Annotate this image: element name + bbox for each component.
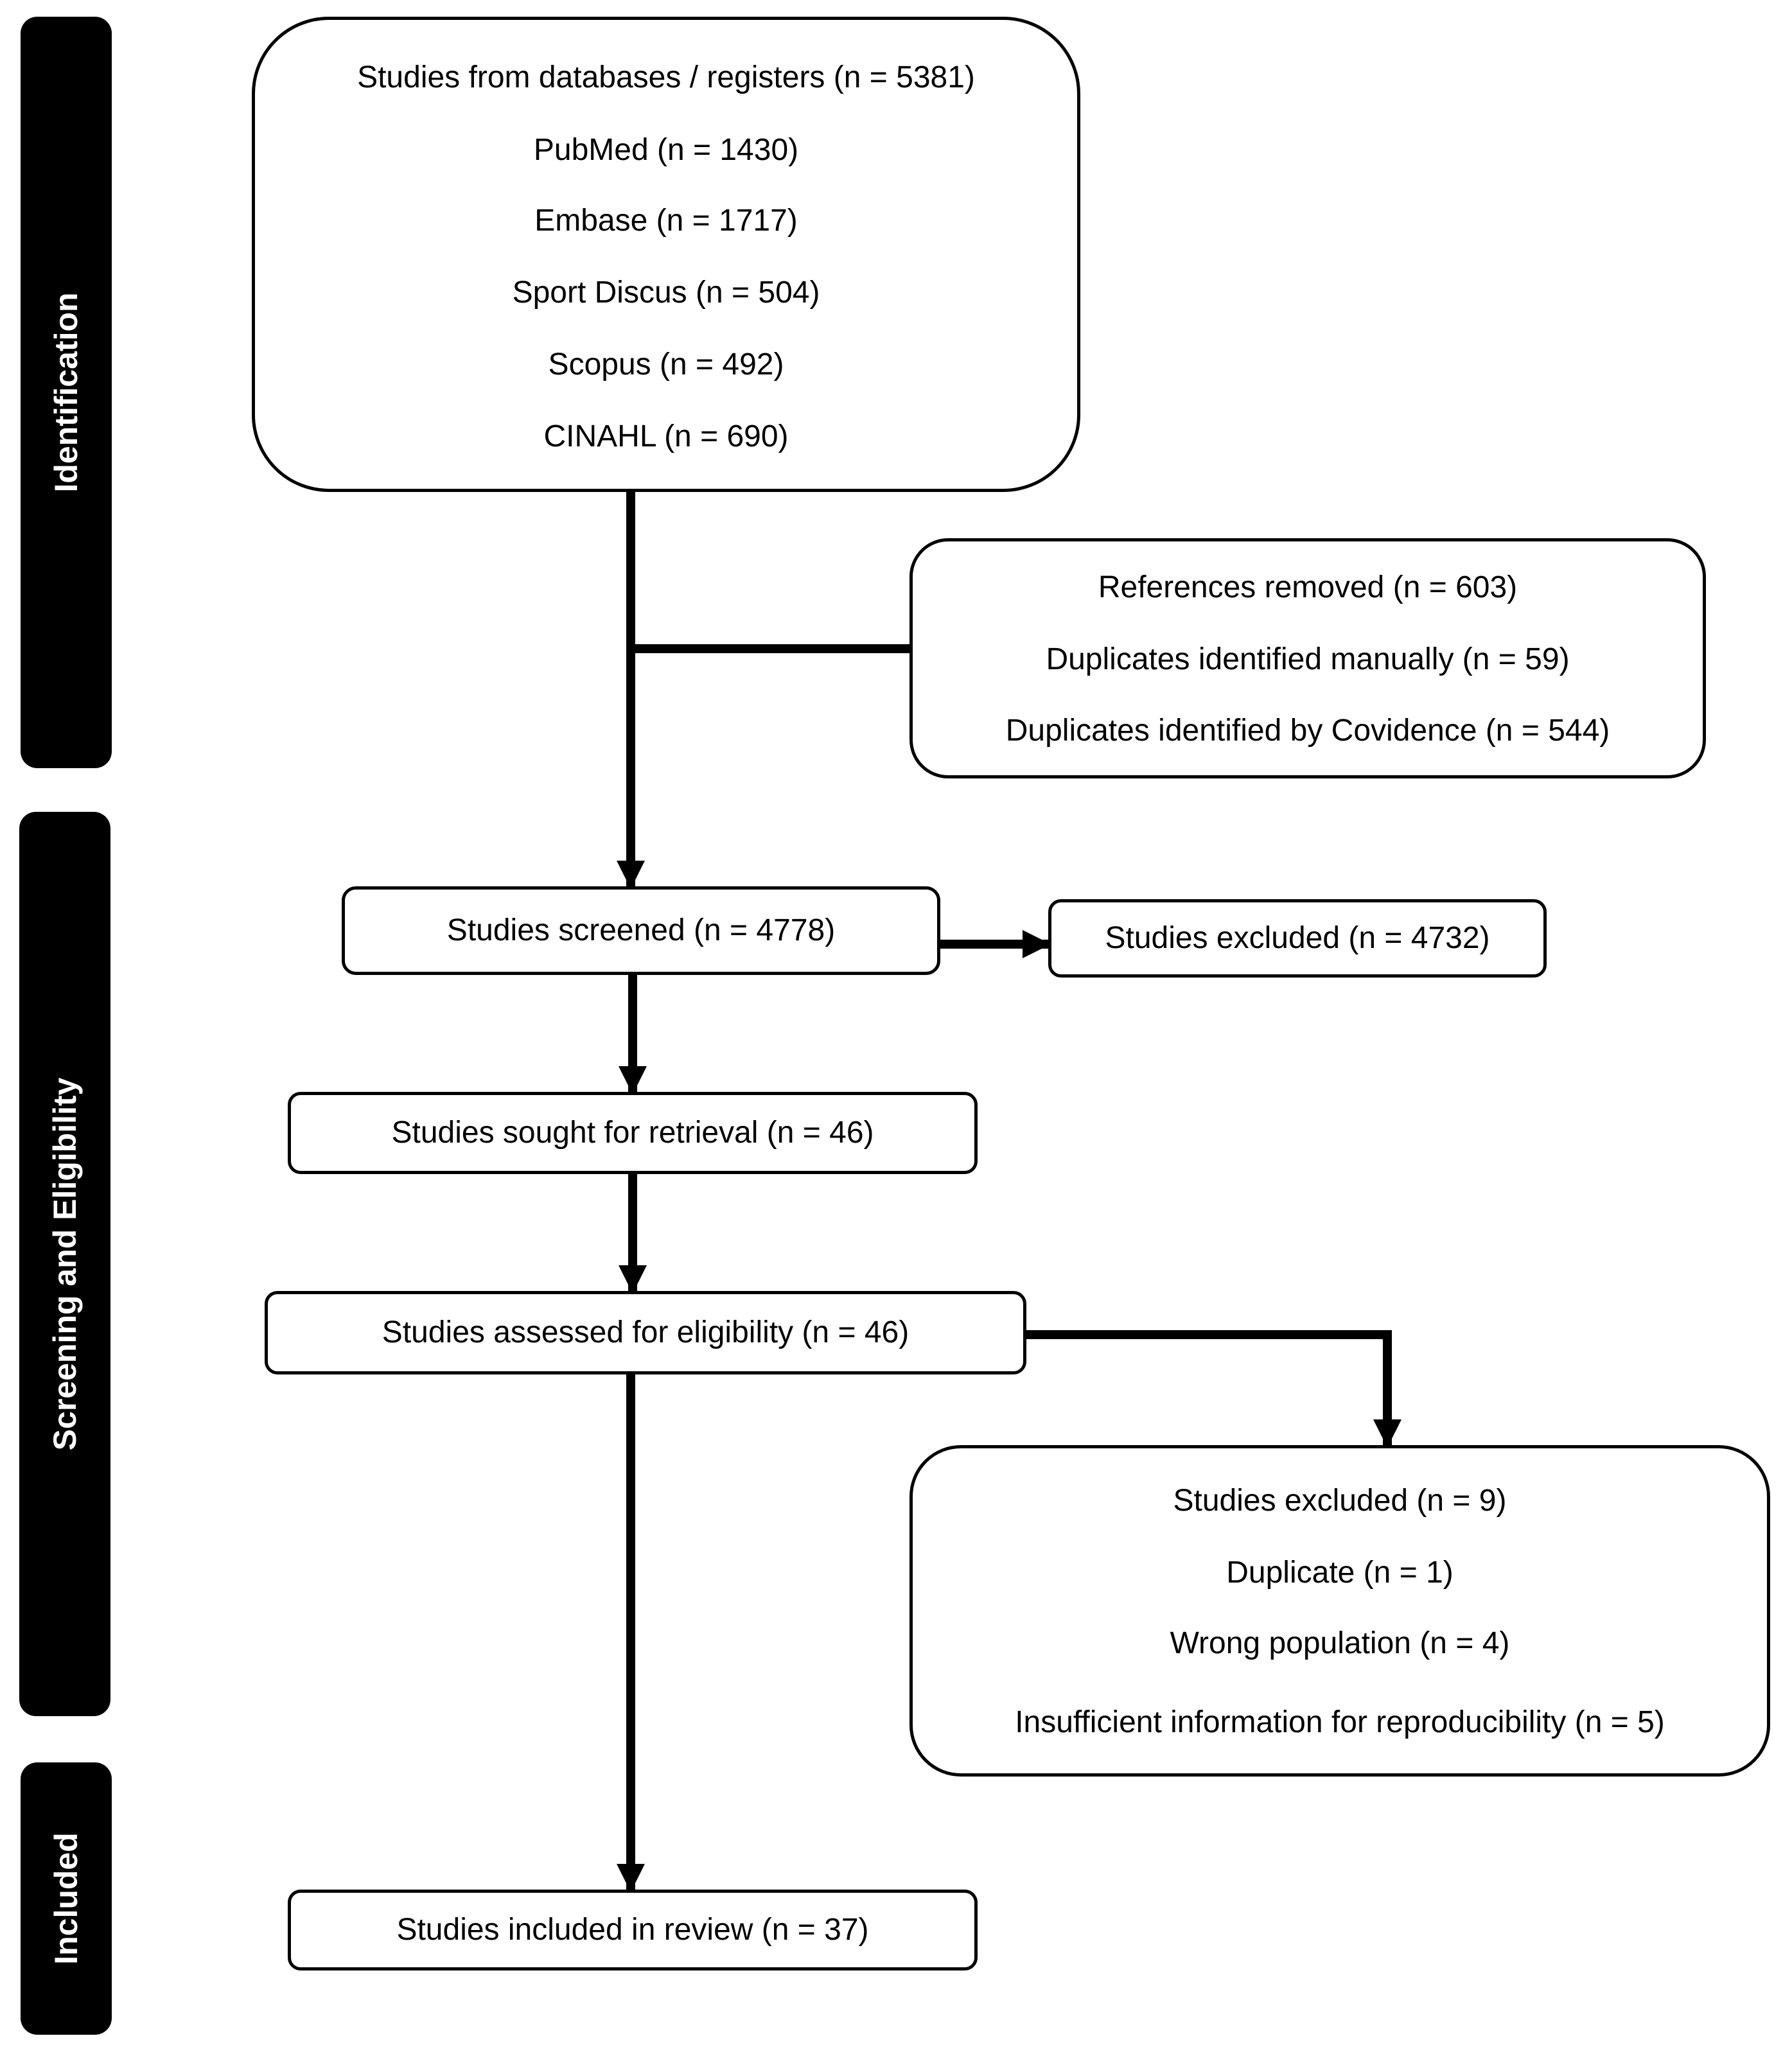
phase-screening-eligibility: Screening and Eligibility (19, 812, 110, 1716)
screened-text: Studies screened (n = 4778) (446, 913, 836, 947)
eligibility-box: Studies assessed for eligibility (n = 46… (265, 1291, 1026, 1374)
included-box: Studies included in review (n = 37) (288, 1890, 978, 1970)
screen-excluded-text: Studies excluded (n = 4732) (1105, 920, 1490, 955)
removed-total: References removed (n = 603) (1098, 570, 1518, 604)
identification-scopus: Scopus (n = 492) (548, 347, 784, 382)
phase-identification: Identification (21, 17, 112, 768)
eligibility-excluded-duplicate: Duplicate (n = 1) (1226, 1555, 1454, 1590)
removed-manual-duplicates: Duplicates identified manually (n = 59) (1046, 642, 1570, 676)
identification-total: Studies from databases / registers (n = … (357, 60, 975, 94)
retrieval-box: Studies sought for retrieval (n = 46) (288, 1092, 978, 1174)
eligibility-text: Studies assessed for eligibility (n = 46… (382, 1315, 909, 1349)
eligibility-excluded-box: Studies excluded (n = 9) Duplicate (n = … (909, 1445, 1770, 1777)
identification-box: Studies from databases / registers (n = … (252, 17, 1080, 492)
removed-box: References removed (n = 603) Duplicates … (909, 538, 1706, 778)
identification-cinahl: CINAHL (n = 690) (543, 419, 789, 453)
eligibility-excluded-wrong-population: Wrong population (n = 4) (1170, 1626, 1510, 1660)
eligibility-excluded-total: Studies excluded (n = 9) (1173, 1484, 1507, 1518)
included-text: Studies included in review (n = 37) (396, 1912, 869, 1947)
phase-included: Included (21, 1762, 112, 2035)
identification-sport-discus: Sport Discus (n = 504) (512, 276, 820, 310)
removed-covidence-duplicates: Duplicates identified by Covidence (n = … (1005, 713, 1610, 748)
arrow-eligibility-to-excluded (1026, 1330, 1401, 1448)
identification-pubmed: PubMed (n = 1430) (533, 132, 799, 167)
eligibility-excluded-insufficient-info: Insufficient information for reproducibi… (1015, 1705, 1665, 1740)
screened-box: Studies screened (n = 4778) (342, 886, 940, 975)
retrieval-text: Studies sought for retrieval (n = 46) (391, 1115, 874, 1150)
screen-excluded-box: Studies excluded (n = 4732) (1048, 899, 1547, 978)
identification-embase: Embase (n = 1717) (534, 203, 798, 238)
